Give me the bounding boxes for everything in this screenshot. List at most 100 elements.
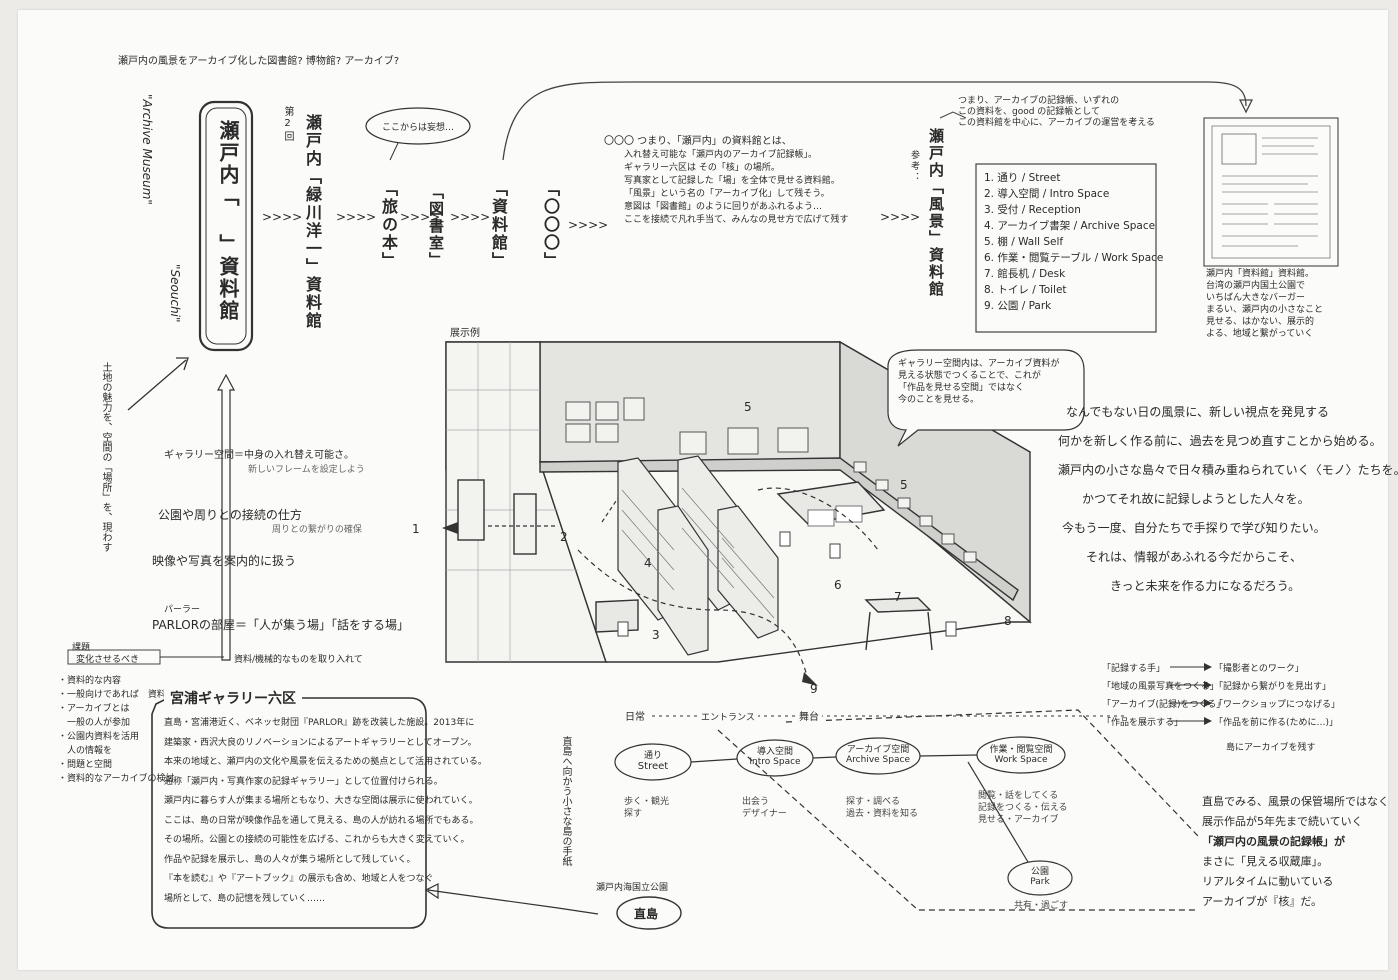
left-note-1: ギャラリー空間＝中身の入れ替え可能さ。 (164, 446, 354, 461)
left-note-1-sub: 新しいフレームを設定しよう (248, 462, 365, 475)
mapping-to: 「撮影者とのワーク」 (1214, 660, 1340, 678)
flow-node-ja: アーカイブ空間 (838, 742, 918, 755)
archive-line: ここを接続で凡れ手当て、みんなの見せ方で広げて残す (624, 214, 849, 227)
gallery-line: ここは、島の日常が映像作品を通して見える、島の人が訪れる場所でもある。 (164, 812, 487, 832)
room-label-6: 6 (834, 578, 842, 592)
room-list: 1. 通り / Street 2. 導入空間 / Intro Space 3. … (984, 170, 1163, 314)
room-drawing-title: 展示例 (450, 324, 480, 339)
room-label-8: 8 (1004, 614, 1012, 628)
flow-node-en: Street (622, 761, 684, 772)
gallery-line: 瀬戸内に暮らす人が集まる場所ともなり、大きな空間は展示に使われていく。 (164, 792, 487, 812)
arrows-1: >>>> (262, 210, 302, 224)
mapping-from: 「作品を展示する」 (1102, 714, 1225, 732)
flow-node-ja: 作業・閲覧空間 (980, 742, 1062, 755)
concept-name-3: 「図書室」 (426, 184, 447, 269)
archive-line: 「風景」という名の「アーカイブ化」して残そう。 (624, 188, 849, 201)
flow-row-label: エントランス (698, 710, 758, 723)
room-list-item: 3. 受付 / Reception (984, 202, 1163, 218)
top-note-line: この資料館を中心に、アーカイブの運営を考える (958, 118, 1155, 129)
flow-node-intro: 導入空間 Intro Space (740, 744, 810, 767)
right-note-line: 見せる、はかない、展示的 (1206, 316, 1323, 328)
naoshima-label: 直島 (634, 905, 658, 922)
gallery-line: その場所。公園との接続の可能性を広げる、これからも大きく変えていく。 (164, 831, 487, 851)
concept-name-2: 「旅の本」 (376, 180, 400, 270)
bottom-vertical-note: 直島へ向かう小さな島の手紙 (558, 736, 573, 906)
arrows-5: >>>> (568, 218, 608, 232)
top-note-line: つまり、アーカイブの記録帳、いずれの (958, 96, 1155, 107)
room-list-item: 5. 棚 / Wall Self (984, 234, 1163, 250)
arrows-4: >>>> (450, 210, 490, 224)
right-para-line: なんでもない日の風景に、新しい視点を発見する (1066, 398, 1398, 427)
flow-node-ja: 通り (622, 748, 684, 761)
archive-line: 入れ替え可能な「瀬戸内のアーカイブ記録帳」。 (624, 149, 849, 162)
room-label-3: 3 (652, 628, 660, 642)
right-para-line: それは、情報があふれる今だからこそ、 (1086, 543, 1398, 572)
flow-sub: 歩く・観光 探す (624, 796, 669, 820)
flow-node-ja: 公園 (1012, 864, 1068, 877)
flow-node-park: 公園 Park (1012, 864, 1068, 887)
sketch-sheet: 瀬戸内の風景をアーカイブ化した図書館? 博物館? アーカイブ? "Archive… (18, 10, 1388, 970)
mapping-from: 「アーカイブ(記録)をつくる」 (1102, 696, 1225, 714)
final-name: 瀬戸内「風景」資料館 (926, 128, 947, 328)
flow-sub: 共有・過ごす (1014, 898, 1068, 911)
gallery-line: 直島・宮浦港近く、ベネッセ財団『PARLOR』跡を改装した施設。2013年に (164, 714, 487, 734)
mapping-from: 「地域の風景写真をつくる」 (1102, 678, 1225, 696)
right-note: 瀬戸内「資料館」資料館。 台湾の瀬戸内国土公園で いちばん大きなバーガー まるい… (1206, 268, 1323, 340)
arrows-2: >>>> (336, 210, 376, 224)
closing-line: リアルタイムに動いている (1202, 872, 1389, 892)
right-para-line: 瀬戸内の小さな島々で日々積み重ねられていく〈モノ〉たちを。 (1058, 456, 1398, 485)
arrows-6: >>>> (880, 210, 920, 224)
closing-line: アーカイブが『核』だ。 (1202, 892, 1389, 912)
flow-node-en: Intro Space (740, 757, 810, 767)
gallery-line: 建築家・西沢大良のリノベーションによるアートギャラリーとしてオープン。 (164, 734, 487, 754)
left-note-4-ruby: パーラー (164, 602, 200, 615)
right-note-line: まるい、瀬戸内の小さなこと (1206, 304, 1323, 316)
naoshima-caption: 瀬戸内海国立公園 (596, 880, 668, 893)
closing-paragraph: 直島でみる、風景の保管場所ではなく 展示作品が5年先まで続いていく 「瀬戸内の風… (1202, 792, 1389, 912)
side-label-en2: "Archive Museum" (140, 94, 154, 205)
gallery-line: 場所として、島の記憶を残していく…… (164, 890, 487, 910)
room-label-1: 1 (412, 522, 420, 536)
mapping-to: 「記録から繋がりを見出す」 (1214, 678, 1340, 696)
concept-name-4: 「資料館」 (486, 180, 510, 270)
top-note-line: この資料を、good の記録帳として (958, 107, 1155, 118)
speech-line: 「作品を見せる空間」ではなく (898, 382, 1059, 394)
right-note-line: 台湾の瀬戸内国土公園で (1206, 280, 1323, 292)
flow-row-label: 舞台 (796, 708, 822, 723)
left-note-3: 映像や写真を案内的に扱う (152, 552, 296, 569)
flow-node-street: 通り Street (622, 748, 684, 772)
gallery-line: 本来の地域と、瀬戸内の文化や風景を伝えるための拠点として活用されている。 (164, 753, 487, 773)
right-para-line: かつてそれ故に記録しようとした人々を。 (1082, 485, 1398, 514)
room-label-5b: 5 (900, 478, 908, 492)
archive-lines: 入れ替え可能な「瀬戸内のアーカイブ記録帳」。 ギャラリー六区は その「核」の場所… (624, 149, 849, 227)
left-vertical-note: 土地の魅力を、空間の「場所」を、現わす (98, 362, 113, 602)
small-box-label: 変化させるべき (76, 652, 139, 665)
flow-node-archive: アーカイブ空間 Archive Space (838, 742, 918, 765)
top-note: つまり、アーカイブの記録帳、いずれの この資料を、good の記録帳として この… (958, 96, 1155, 129)
archive-heading: 〇〇〇 つまり、「瀬戸内」の資料館とは、 (604, 132, 849, 147)
flow-node-ja: 導入空間 (740, 744, 810, 757)
room-list-item: 6. 作業・閲覧テーブル / Work Space (984, 250, 1163, 266)
mapping-from-list: 「記録する手」 「地域の風景写真をつくる」 「アーカイブ(記録)をつくる」 「作… (1102, 660, 1225, 732)
mapping-to-list: 「撮影者とのワーク」 「記録から繋がりを見出す」 「ワークショップにつなげる」 … (1214, 660, 1340, 732)
room-list-item: 4. アーカイブ書架 / Archive Space (984, 218, 1163, 234)
speech-line: 今のことを見せる。 (898, 394, 1059, 406)
side-label-en: "Seouchi" (168, 264, 182, 323)
room-label-4: 4 (644, 556, 652, 570)
closing-line: 直島でみる、風景の保管場所ではなく (1202, 792, 1389, 812)
flow-node-en: Work Space (980, 755, 1062, 765)
stage-number: 第2回 (280, 106, 295, 143)
room-label-9: 9 (810, 682, 818, 696)
archive-line: 意図は「図書館」のように回りがあふれるよう… (624, 201, 849, 214)
right-note-line: いちばん大きなバーガー (1206, 292, 1323, 304)
room-list-item: 2. 導入空間 / Intro Space (984, 186, 1163, 202)
gallery-paragraph: 直島・宮浦港近く、ベネッセ財団『PARLOR』跡を改装した施設。2013年に 建… (164, 714, 487, 909)
right-para-line: きっと未来を作る力になるだろう。 (1110, 572, 1398, 601)
mapping-tail: 島にアーカイブを残す (1226, 740, 1315, 753)
flow-row-label: 日常 (622, 708, 648, 723)
left-note-2-sub: 周りとの繋がりの確保 (272, 522, 362, 535)
gallery-line: 『本を読む』や『アートブック』の展示も含め、地域と人をつなぐ (164, 870, 487, 890)
gallery-title: 宮浦ギャラリー六区 (164, 688, 302, 708)
closing-line: まさに「見える収蔵庫」。 (1202, 852, 1389, 872)
right-para-line: 今もう一度、自分たちで手探りで学び知りたい。 (1062, 514, 1398, 543)
